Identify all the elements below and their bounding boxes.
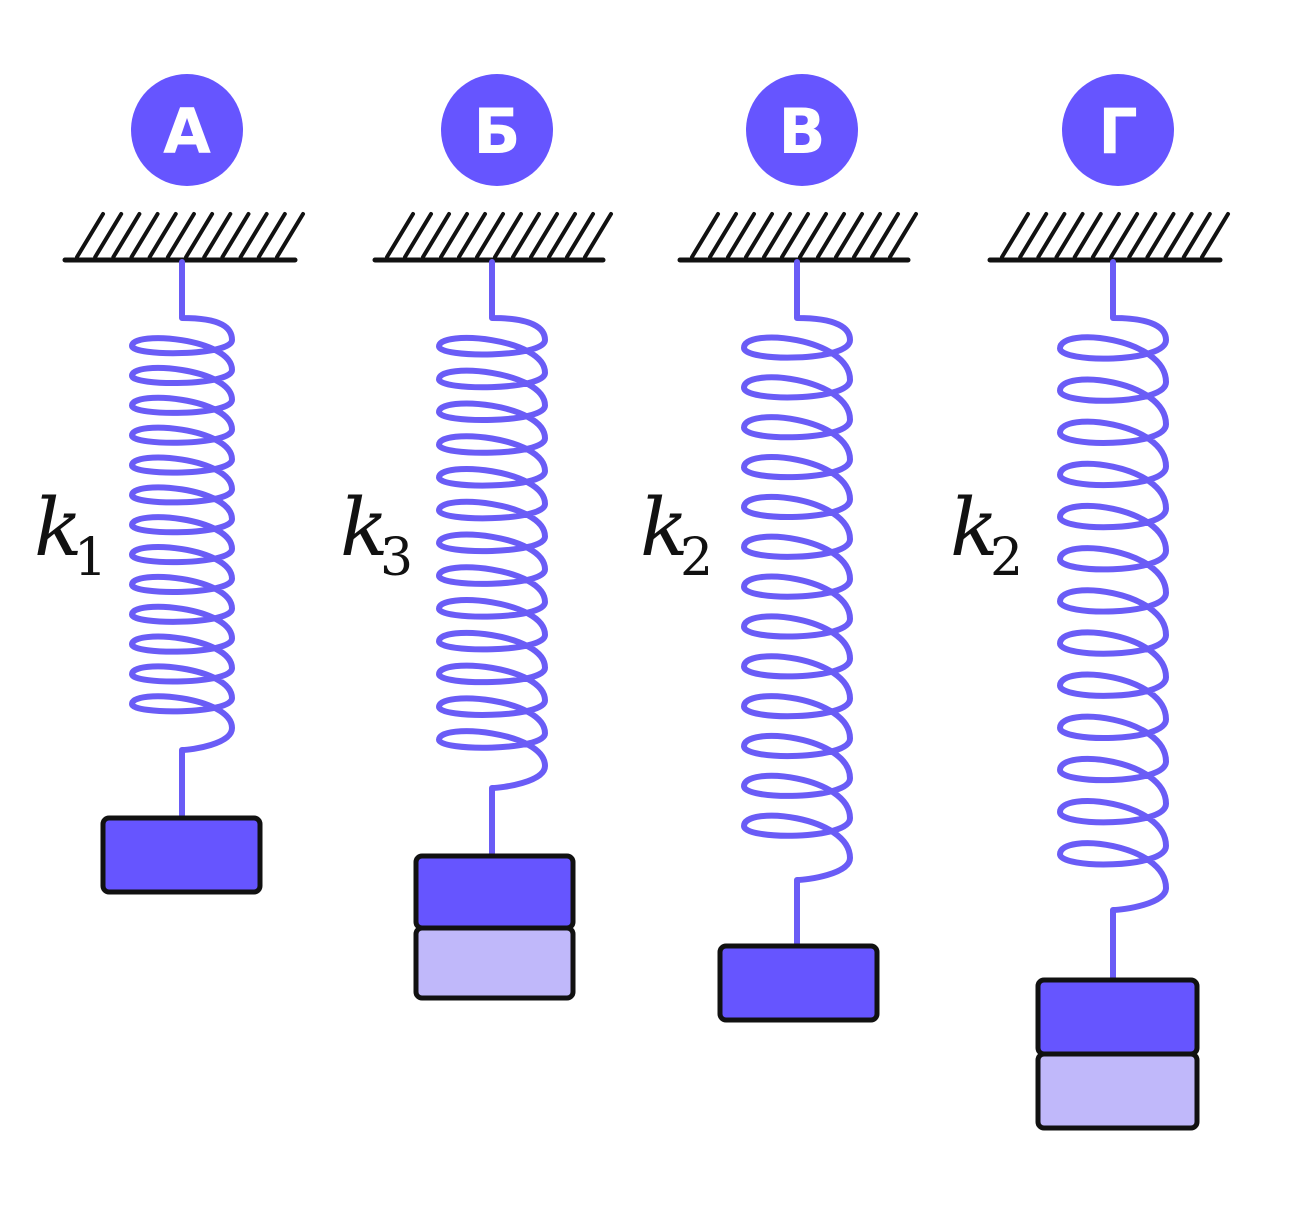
hatch-mark — [780, 212, 810, 259]
hatch-mark — [1072, 212, 1103, 259]
hatch-mark — [744, 212, 774, 259]
hatch-mark — [165, 212, 196, 259]
spring-system-a: Аk1 — [34, 74, 305, 895]
spring-constant-symbol: k — [640, 481, 688, 574]
label-badge — [746, 74, 858, 186]
hatch-mark — [475, 212, 505, 259]
mass-block-dark — [100, 815, 263, 895]
hatch-mark — [529, 212, 559, 259]
hatch-mark — [1127, 212, 1158, 259]
spring-coil — [741, 259, 853, 949]
hatch-mark — [1054, 212, 1085, 259]
hatch-mark — [1018, 212, 1049, 259]
hatch-mark — [1163, 212, 1194, 259]
spring-constant-symbol: k — [340, 481, 388, 574]
spring-constant-label: k1 — [34, 481, 107, 588]
label-badge — [1062, 74, 1174, 186]
mass-block-light — [413, 925, 576, 1001]
label-badge-text: В — [778, 95, 825, 168]
hatch-mark — [421, 212, 451, 259]
ceiling-hatching — [75, 212, 305, 259]
hatch-mark — [147, 212, 178, 259]
hatch-mark — [852, 212, 882, 259]
hatch-mark — [726, 212, 756, 259]
hatch-mark — [870, 212, 900, 259]
ceiling-hatching — [385, 212, 613, 259]
hatch-mark — [184, 212, 215, 259]
hatch-mark — [888, 212, 918, 259]
hatch-mark — [690, 212, 720, 259]
mass-block-light — [1035, 1051, 1200, 1131]
hatch-mark — [547, 212, 577, 259]
hatch-mark — [708, 212, 738, 259]
spring-system-v: Вk2 — [640, 74, 918, 1023]
hatch-mark — [439, 212, 469, 259]
hatch-mark — [1181, 212, 1212, 259]
spring-constant-label: k2 — [950, 481, 1023, 588]
hatch-mark — [385, 212, 415, 259]
spring-constant-index: 2 — [680, 528, 713, 588]
mass-block-dark — [413, 853, 576, 931]
hatch-mark — [1090, 212, 1121, 259]
label-badge — [131, 74, 243, 186]
hatch-mark — [1000, 212, 1030, 259]
label-badge — [441, 74, 553, 186]
hatch-mark — [511, 212, 541, 259]
hatch-mark — [220, 212, 251, 259]
mass-block-dark — [1035, 977, 1200, 1057]
hatch-mark — [93, 212, 124, 259]
ceiling-hatching — [690, 212, 918, 259]
hatch-mark — [403, 212, 433, 259]
hatch-mark — [1200, 212, 1230, 259]
spring-constant-index: 1 — [74, 528, 107, 588]
hatch-mark — [798, 212, 828, 259]
spring-coil — [436, 259, 548, 859]
hatch-mark — [75, 212, 105, 259]
hatch-mark — [762, 212, 792, 259]
hatch-mark — [238, 212, 269, 259]
spring-system-g: Гk2 — [950, 74, 1230, 1131]
hatch-mark — [1145, 212, 1176, 259]
spring-constant-index: 2 — [990, 528, 1023, 588]
hatch-mark — [1109, 212, 1140, 259]
hatch-mark — [111, 212, 142, 259]
spring-constant-symbol: k — [34, 481, 82, 574]
spring-coil — [1057, 259, 1169, 983]
hatch-mark — [256, 212, 287, 259]
label-badge-text: Б — [473, 95, 520, 168]
hatch-mark — [834, 212, 864, 259]
label-badge-text: Г — [1098, 95, 1138, 168]
spring-constant-index: 3 — [380, 528, 413, 588]
hatch-mark — [816, 212, 846, 259]
hatch-mark — [1036, 212, 1067, 259]
mass-block-dark — [717, 943, 880, 1023]
hatch-mark — [129, 212, 160, 259]
hatch-mark — [493, 212, 523, 259]
hatch-mark — [457, 212, 487, 259]
spring-constant-label: k2 — [640, 481, 713, 588]
spring-coil — [129, 259, 235, 823]
label-badge-text: А — [163, 95, 211, 168]
hatch-mark — [583, 212, 613, 259]
spring-system-b: Бk3 — [340, 74, 613, 1001]
ceiling-hatching — [1000, 212, 1230, 259]
spring-constant-symbol: k — [950, 481, 998, 574]
hatch-mark — [565, 212, 595, 259]
hatch-mark — [275, 212, 305, 259]
hatch-mark — [202, 212, 233, 259]
spring-constant-label: k3 — [340, 481, 413, 588]
